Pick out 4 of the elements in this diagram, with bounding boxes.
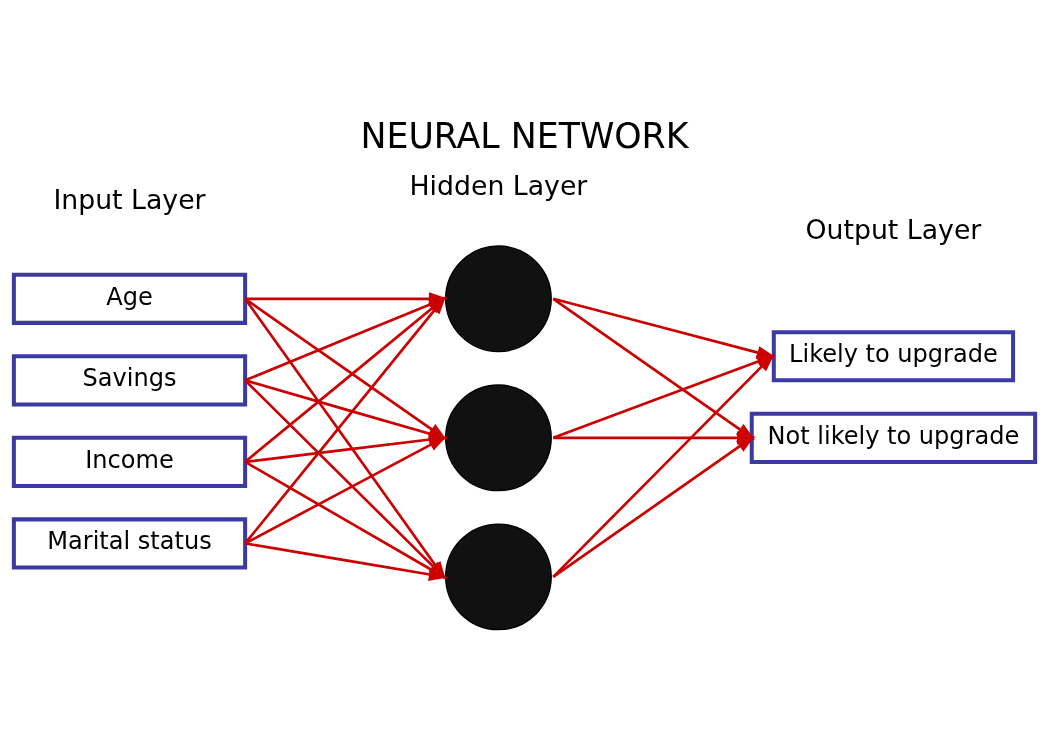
label: Hidden Layer <box>409 169 588 201</box>
label: Output Layer <box>805 213 982 245</box>
label: Input Layer <box>53 183 206 215</box>
diagram-title: NEURAL NETWORK <box>360 115 689 155</box>
